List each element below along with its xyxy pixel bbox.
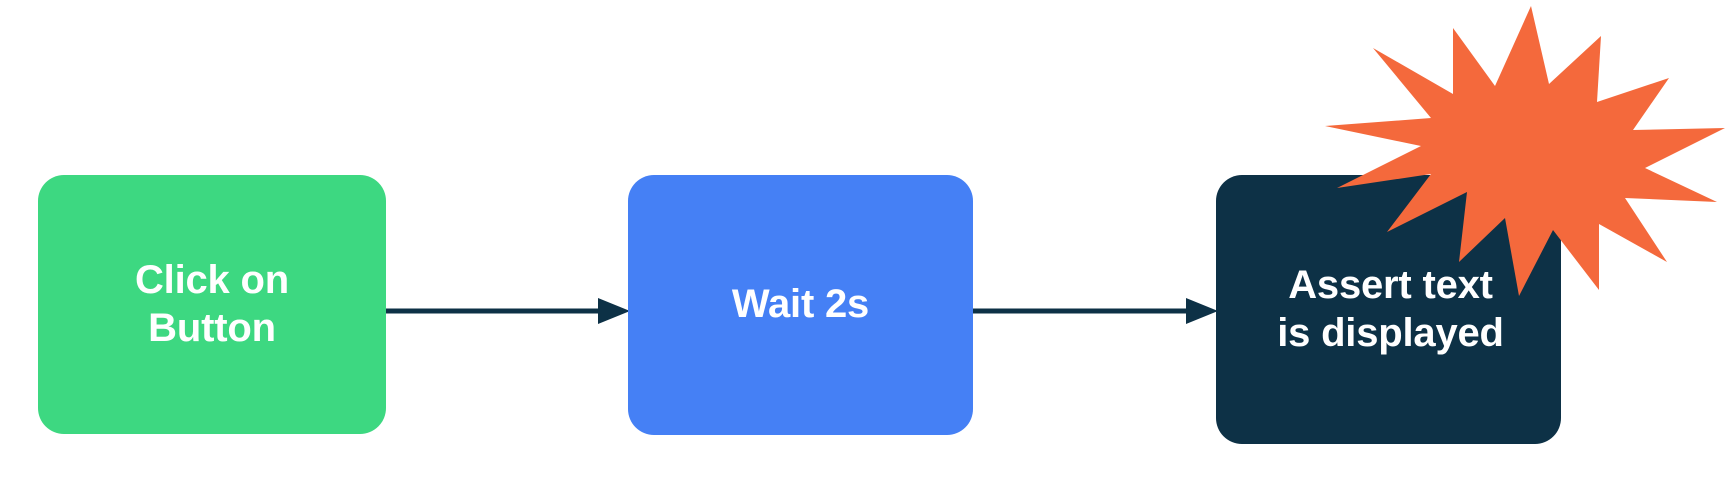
node-click-on-button[interactable]: Click on Button xyxy=(38,175,386,434)
arrowhead-icon xyxy=(598,298,630,324)
node-assert-text-is-displayed-label: Assert text is displayed xyxy=(1277,263,1504,355)
arrowhead-icon xyxy=(1186,298,1218,324)
connector-wait-to-assert xyxy=(973,296,1218,326)
node-assert-text-is-displayed[interactable]: Assert text is displayed xyxy=(1216,175,1561,444)
connector-click-to-wait xyxy=(386,296,630,326)
node-wait-2s-label: Wait 2s xyxy=(731,282,870,327)
node-click-on-button-label: Click on Button xyxy=(135,258,289,350)
node-wait-2s[interactable]: Wait 2s xyxy=(628,175,973,435)
